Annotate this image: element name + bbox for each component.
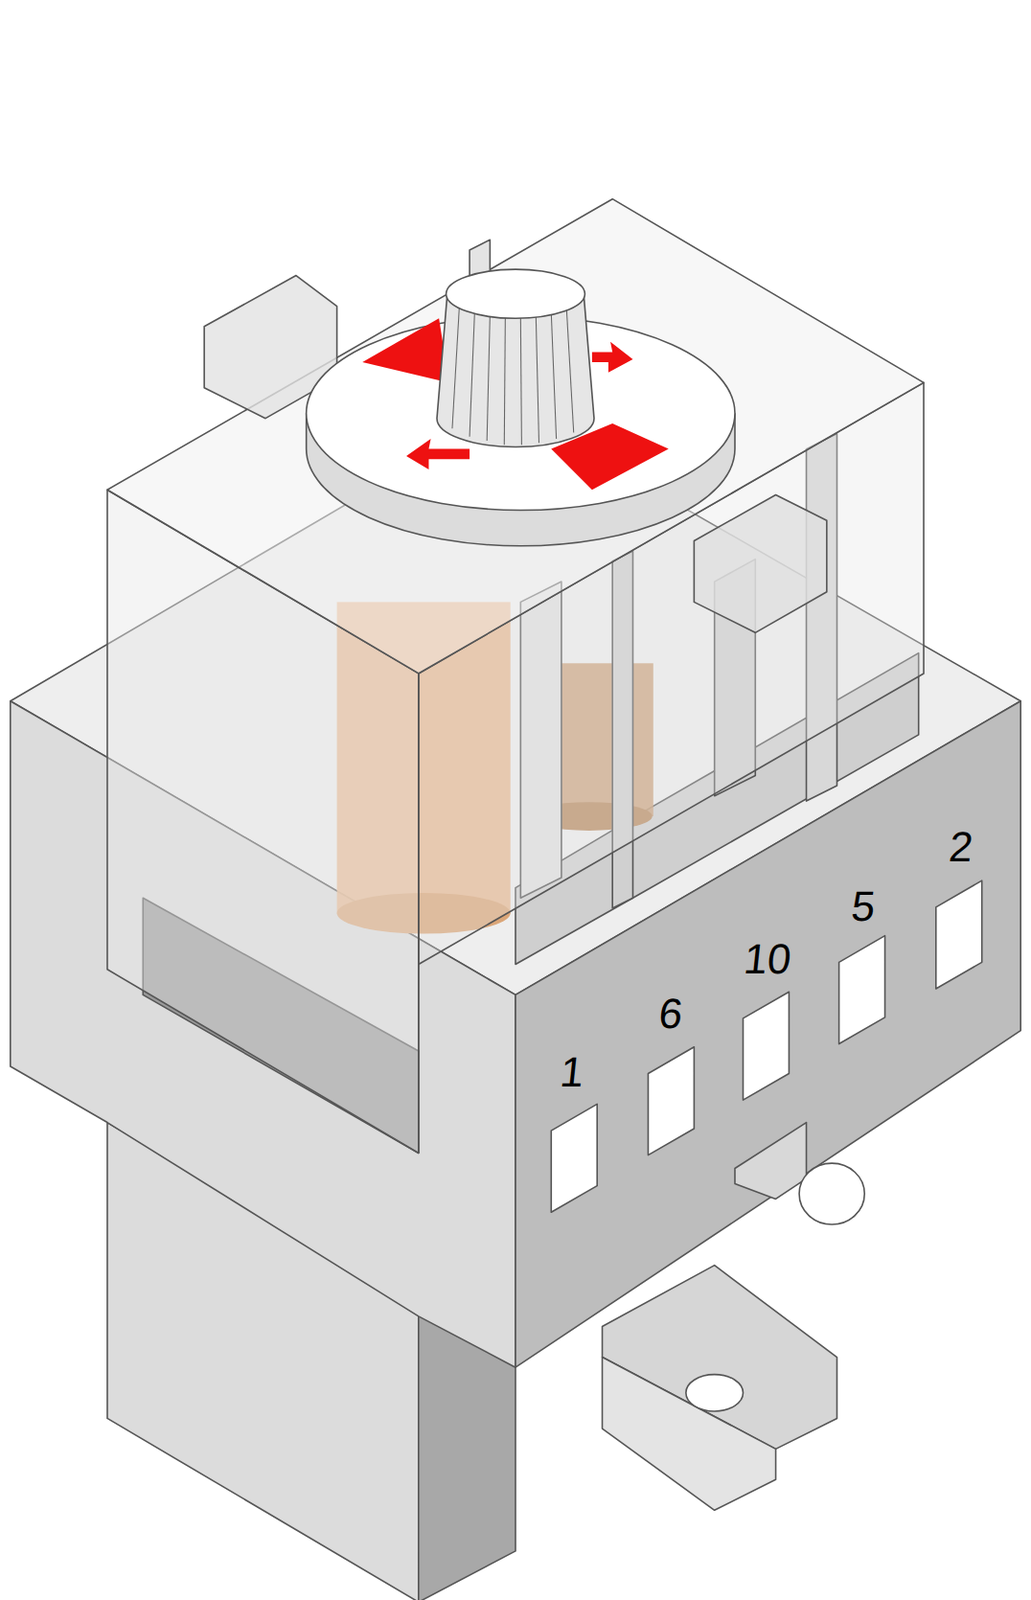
pin-hole (647, 1047, 694, 1156)
red-arrow (362, 318, 450, 383)
pin-number: 2 (946, 825, 975, 869)
latch (734, 1122, 807, 1200)
red-arrow (406, 438, 470, 470)
pin-hole (839, 936, 886, 1045)
pin-number: 1 (557, 1051, 586, 1094)
pin-holes (550, 880, 982, 1213)
pin-hole (550, 1103, 597, 1213)
pin-number: 10 (741, 938, 794, 981)
cover-edge (417, 673, 420, 1154)
cover-top-face (107, 199, 924, 674)
latch-recess (799, 1163, 865, 1225)
pin-number: 6 (656, 992, 685, 1035)
mount-hole (686, 1374, 744, 1412)
knob-flutes (452, 306, 574, 446)
red-arrow (592, 342, 634, 373)
bracket (693, 495, 826, 634)
mount-tab-face (602, 1357, 777, 1512)
pin-hole (936, 880, 983, 989)
pin-number: 5 (848, 885, 877, 928)
knob-top (446, 269, 586, 319)
pin-hole (743, 991, 790, 1100)
